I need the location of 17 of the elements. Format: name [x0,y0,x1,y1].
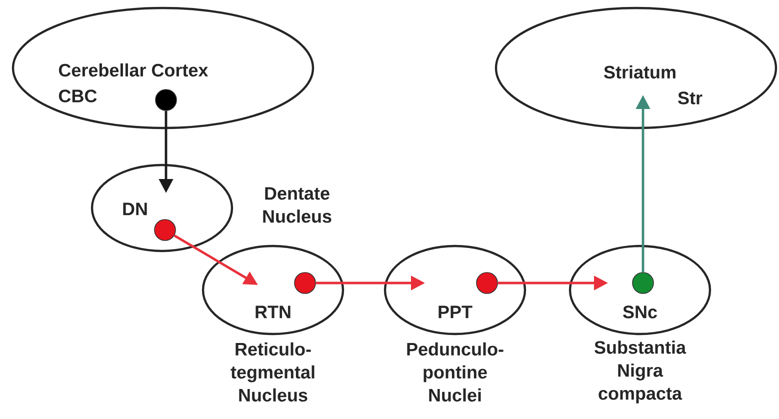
neuron-dot [632,272,654,294]
region-name: Reticulo- tegmental Nucleus [230,342,314,402]
region-label: DN [123,202,147,216]
neuron-dot [476,272,498,294]
neuron-dot [155,89,177,111]
region-label: CBC [58,90,97,102]
region-label: PPT [438,306,472,318]
region-label: Cerebellar Cortex [58,63,208,77]
neuron-dot [294,272,316,294]
region-name: Pedunculo- pontine Nuclei [407,342,504,402]
region-label: RTN [256,306,290,318]
region-name: Dentate Nucleus [263,187,332,223]
region-label: SNc [623,306,657,318]
region-label: Striatum [604,65,676,79]
neuron-dot [154,219,176,241]
region-label: Str [678,92,702,104]
region-name: Substantia Nigra compacta [594,340,686,404]
